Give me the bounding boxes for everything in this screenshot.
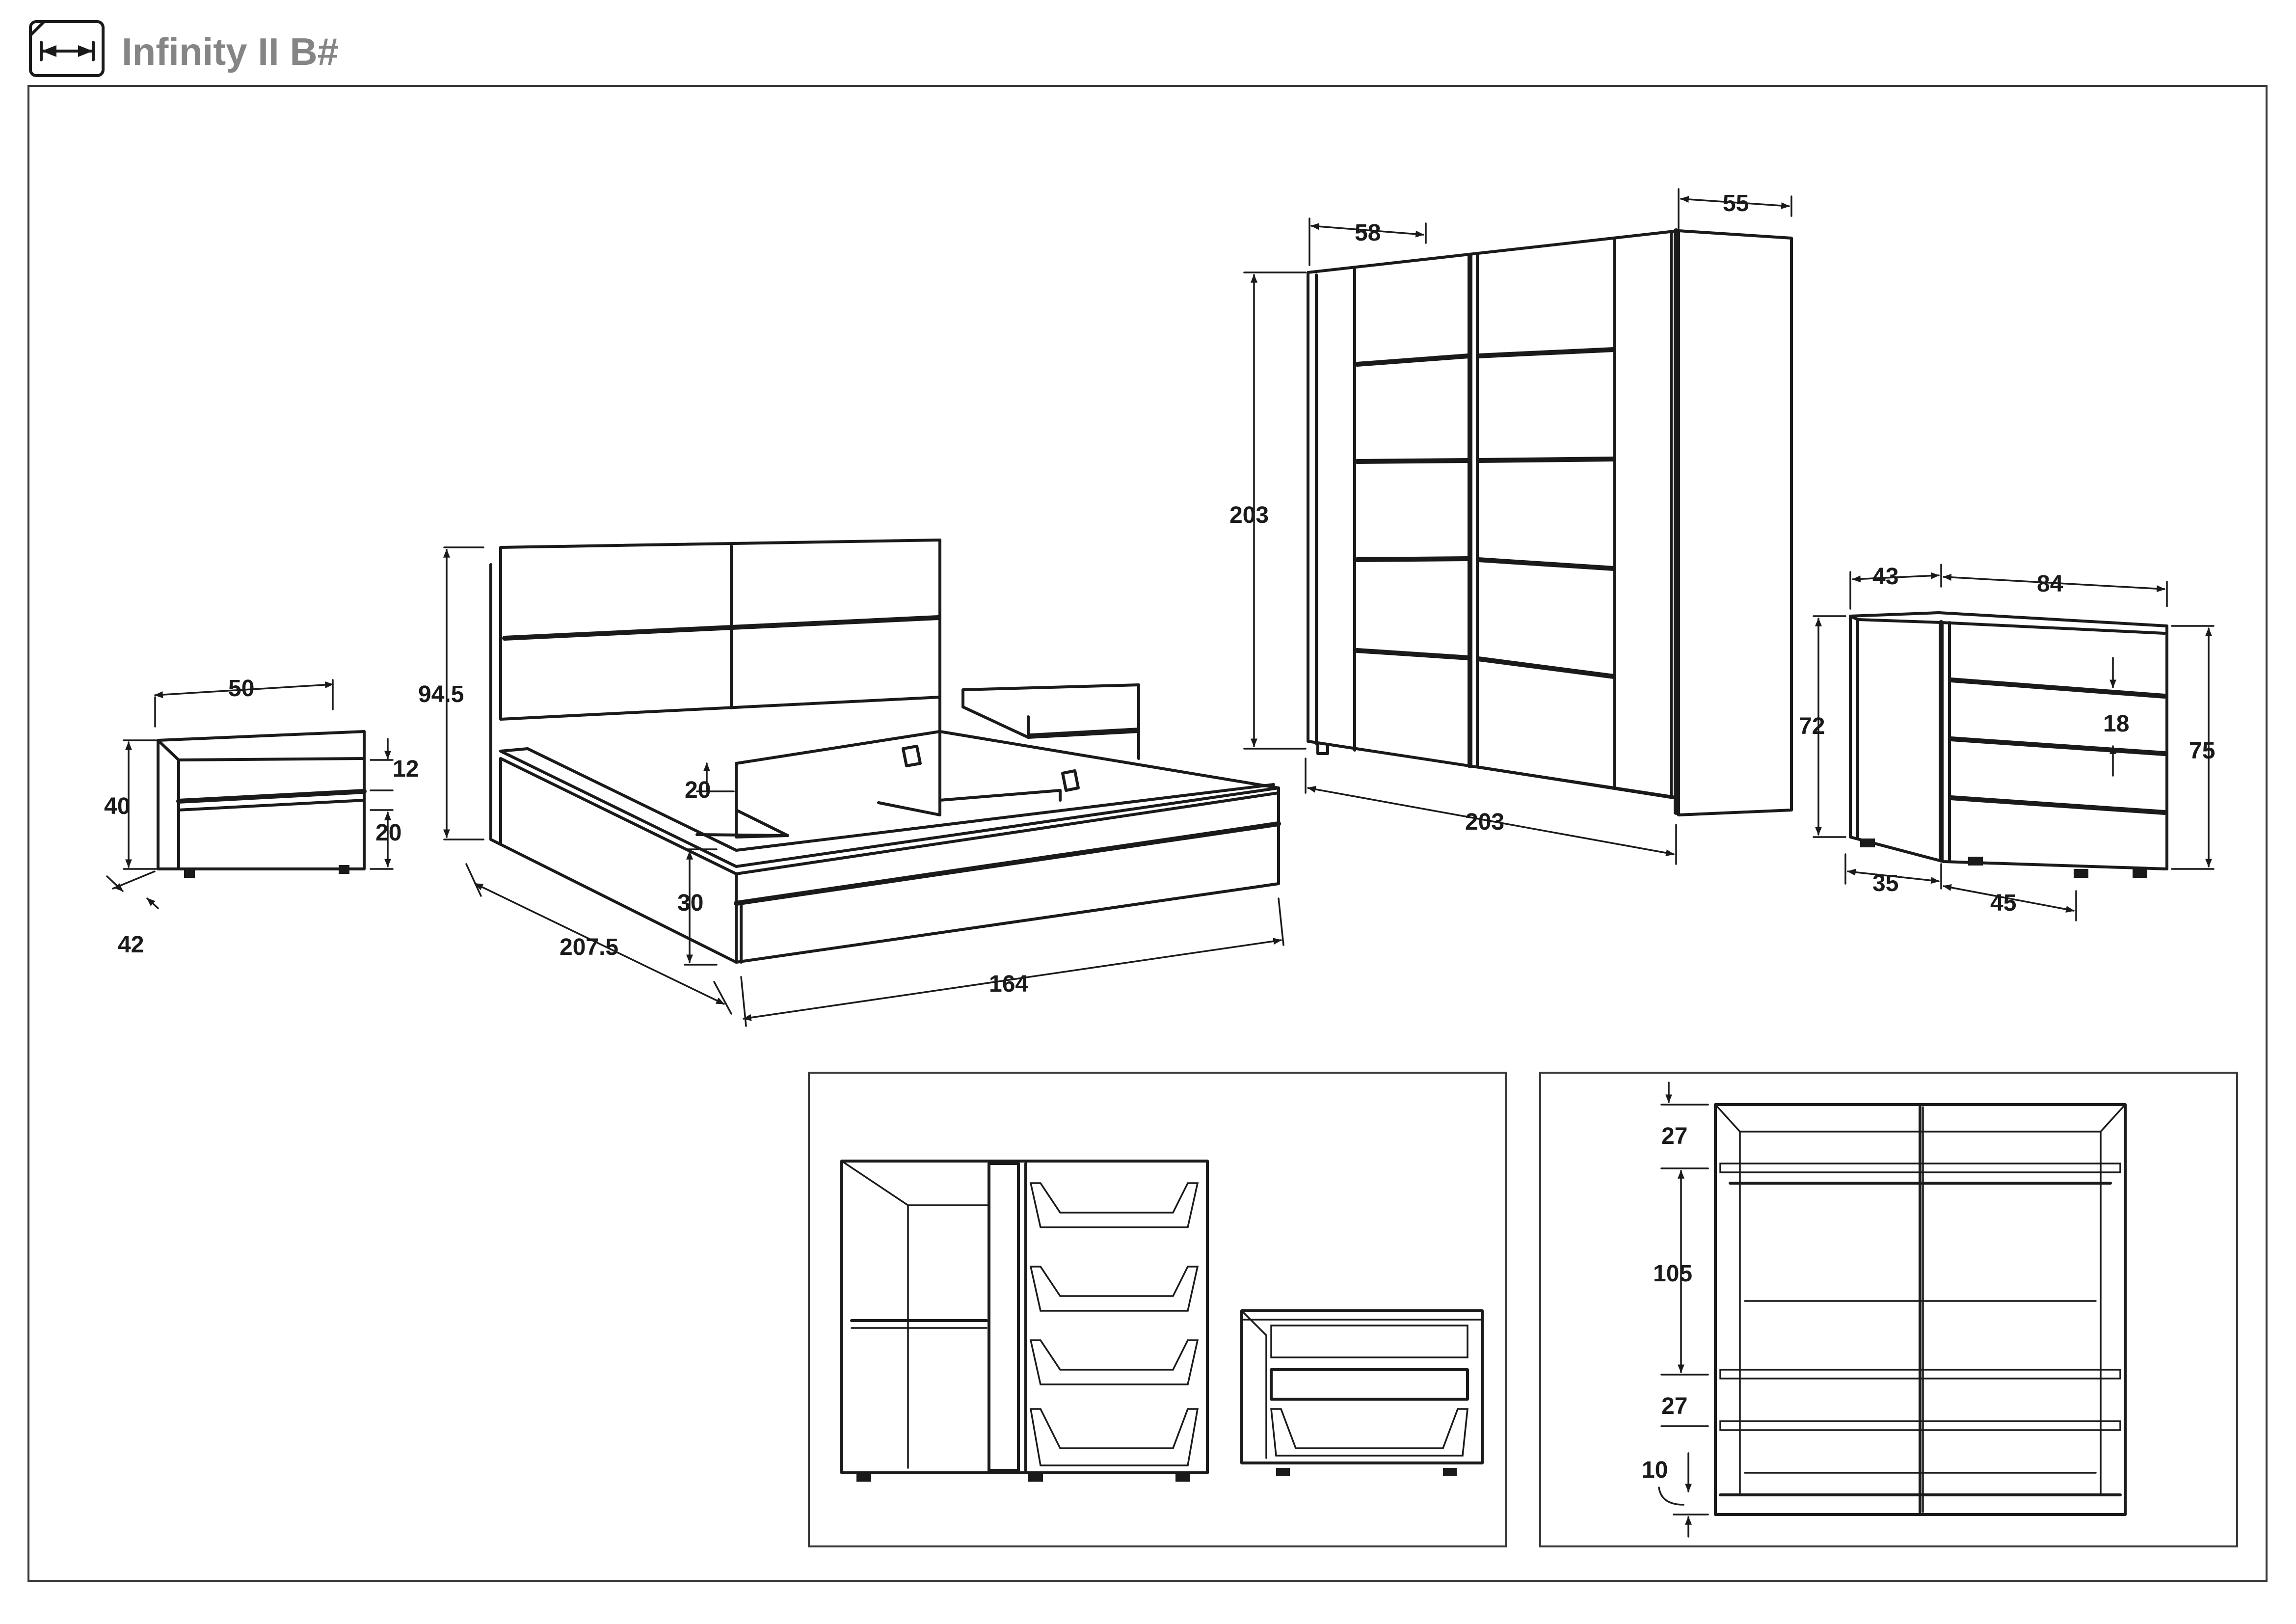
dresser-total-height-label: 75 (2189, 738, 2215, 764)
wardrobe-lower-shelf-label: 27 (1661, 1393, 1687, 1419)
wardrobe-base-label: 10 (1642, 1457, 1668, 1483)
wardrobe-hanging-height-label: 105 (1653, 1261, 1692, 1287)
dresser-width-label: 84 (2037, 571, 2063, 597)
dresser-left-width-label: 35 (1872, 870, 1898, 896)
wardrobe-width-label: 203 (1465, 809, 1504, 835)
bed-length-label: 207.5 (560, 934, 618, 960)
bed-headboard-height-label: 94.5 (418, 681, 464, 707)
page-title: Infinity II B# (122, 30, 339, 73)
nightstand-height-label: 40 (104, 793, 130, 819)
wardrobe-door-width-label: 58 (1355, 220, 1381, 246)
bed-base-height-label: 30 (677, 890, 703, 916)
dresser-drawing (1813, 564, 2215, 921)
dresser-body-height-label: 72 (1799, 713, 1825, 739)
wardrobe-depth-label: 55 (1723, 190, 1749, 217)
nightstand-depth-label: 42 (118, 932, 144, 958)
nightstand-drawer-top-label: 12 (393, 756, 419, 782)
wardrobe-drawing (1243, 188, 1793, 865)
wardrobe-top-shelf-label: 27 (1661, 1123, 1687, 1149)
dresser-interior-panel (808, 1072, 1507, 1547)
dresser-right-width-label: 45 (1990, 890, 2016, 916)
wardrobe-height-label: 203 (1229, 502, 1269, 528)
dresser-depth-label: 43 (1872, 564, 1898, 590)
dimensions-icon (29, 20, 105, 77)
nightstand-drawing (106, 679, 394, 909)
outer-frame (27, 85, 2268, 1582)
wardrobe-interior-drawing (1658, 1082, 2127, 1538)
nightstand-width-label: 50 (228, 676, 254, 702)
dresser-interior-drawing (840, 1160, 1484, 1482)
dresser-drawer-height-label: 18 (2103, 711, 2129, 737)
nightstand-drawer-bottom-label: 20 (375, 820, 401, 846)
bed-side-height-label: 20 (685, 777, 711, 803)
bed-width-label: 164 (989, 971, 1028, 997)
bed-drawing (443, 539, 1284, 1027)
wardrobe-interior-panel (1539, 1072, 2238, 1547)
